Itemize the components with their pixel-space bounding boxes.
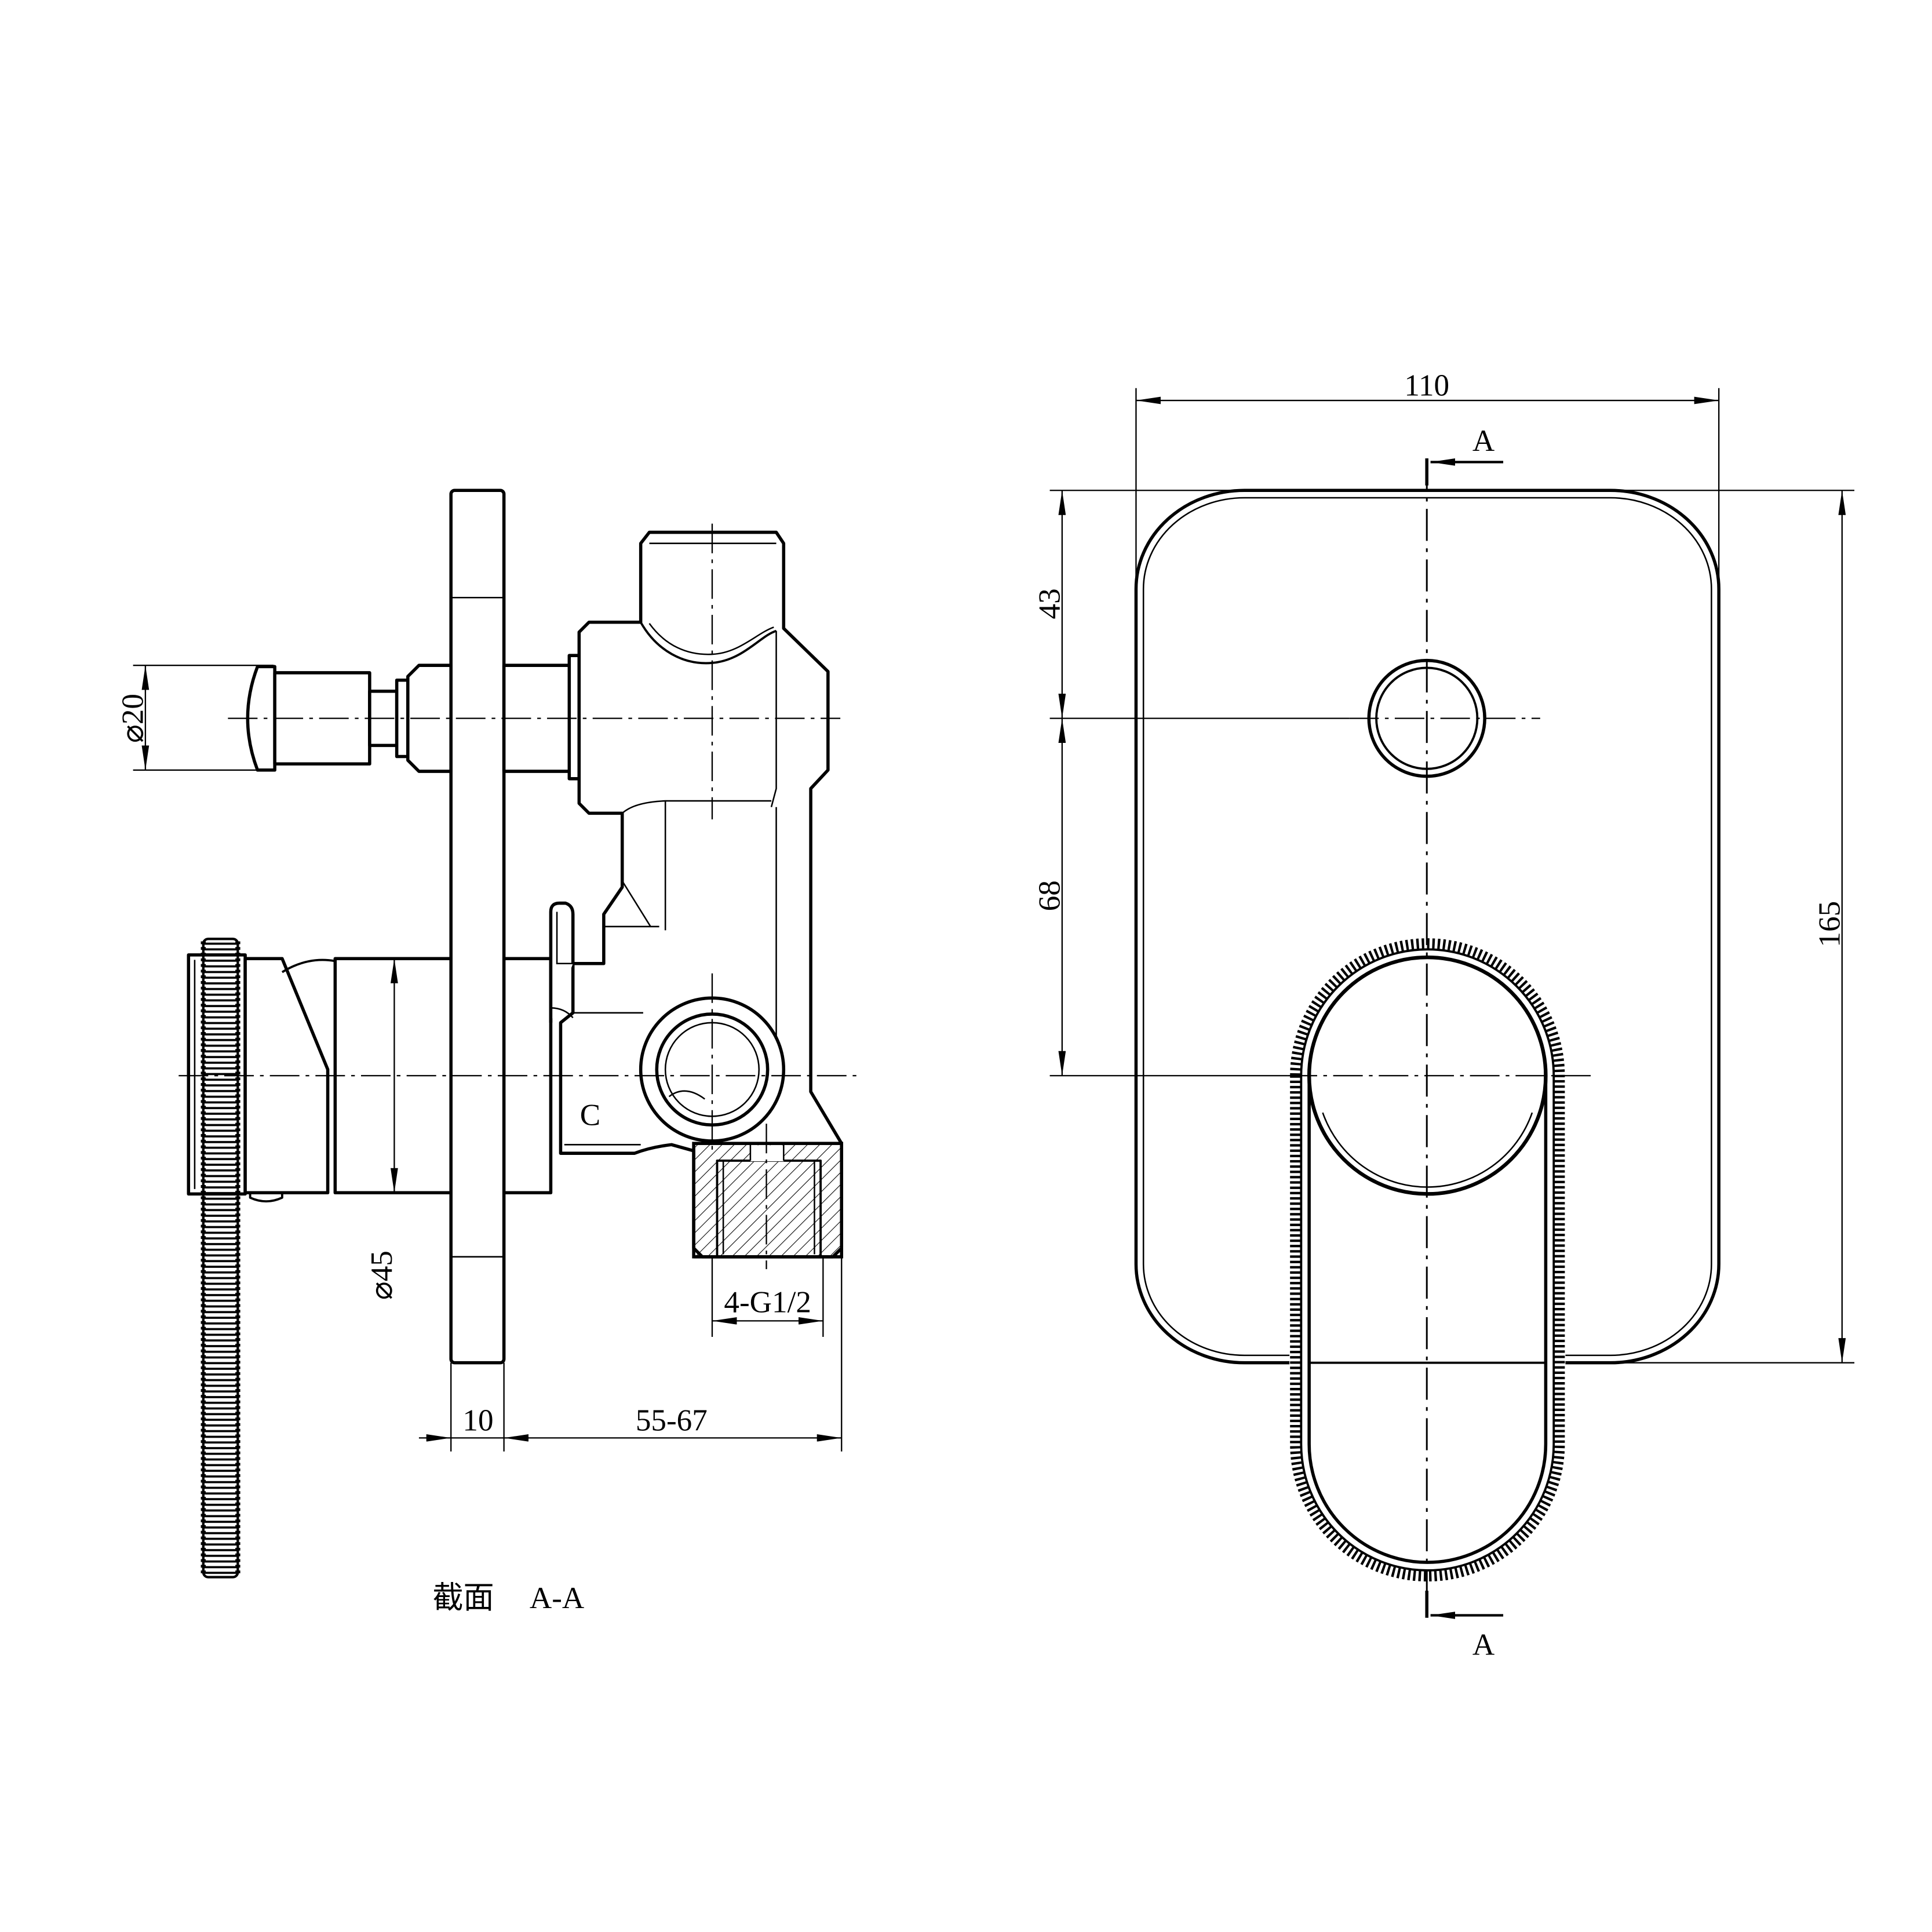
button-to-handle-text: 68 — [1033, 880, 1067, 911]
lever-knurl-inner-line — [1300, 948, 1555, 1572]
top-to-button-text: 43 — [1033, 588, 1067, 619]
bracket-inner-line — [556, 912, 573, 965]
lever-handle-side — [187, 938, 336, 1579]
dimension-stem-diameter: ⌀20 — [116, 665, 274, 771]
section-view: C ⌀20 ⌀45 — [116, 489, 863, 1615]
inlet-flow-curve — [668, 1090, 705, 1100]
section-caption-title: 截面 — [432, 1581, 494, 1615]
dimension-text: 110 — [1404, 369, 1449, 403]
body-right-face-upper — [770, 630, 777, 808]
front-view: A A 110 43 68 165 — [1033, 369, 1855, 1662]
dimension-text: 4-G1/2 — [724, 1285, 811, 1319]
dimension-body-diameter: ⌀45 — [365, 958, 399, 1300]
install-depth-text: 55-67 — [636, 1404, 708, 1438]
lever-connector-bump — [249, 1193, 283, 1203]
cover-plate-side — [449, 489, 506, 1365]
dimension-depth-chain: 10 55-67 — [418, 1256, 843, 1452]
section-mark-top: A — [1472, 424, 1494, 458]
outlet-fitting — [692, 1142, 844, 1259]
section-mark-bottom: A — [1472, 1628, 1494, 1662]
outlet-hatched-wall — [692, 1142, 844, 1259]
lever-knurled-edge — [1290, 938, 1565, 1581]
bracket-hook-line — [551, 1007, 574, 1019]
plate-thickness-text: 10 — [462, 1404, 493, 1438]
body-neck-chamfer — [621, 880, 651, 927]
dimension-vertical-chain: 43 68 — [1033, 490, 1245, 1076]
dimension-text: ⌀45 — [365, 1251, 399, 1300]
lever-connector-dome — [281, 958, 336, 974]
dimension-overall-width: 110 — [1135, 369, 1720, 585]
dimension-text: ⌀20 — [116, 694, 150, 743]
diverter-cap — [246, 665, 276, 772]
port-letter: C — [580, 1098, 600, 1132]
dimension-outlet-thread: 4-G1/2 — [711, 1256, 824, 1337]
diverter-button-side — [246, 654, 581, 781]
dimension-overall-height: 165 — [1614, 490, 1855, 1364]
lever-knurled-grip — [202, 938, 239, 1579]
dimension-text: 165 — [1813, 901, 1847, 947]
section-caption-id: A-A — [530, 1581, 584, 1615]
